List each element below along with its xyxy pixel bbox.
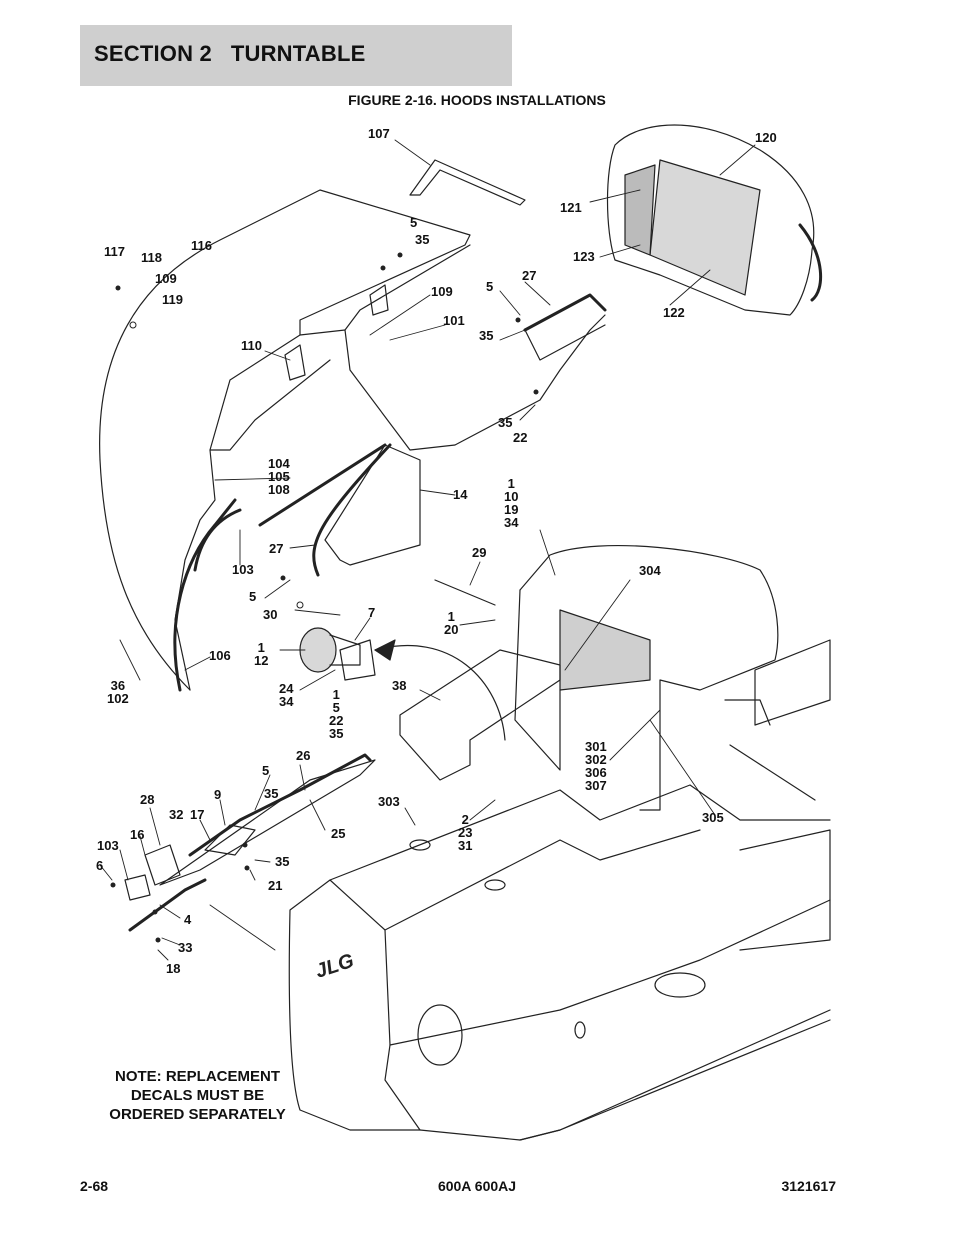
support-107 bbox=[409, 159, 526, 206]
callout-35e: 35 bbox=[275, 854, 290, 869]
callout-103: 103 bbox=[232, 562, 254, 577]
turntable-deck bbox=[419, 1009, 831, 1141]
callout-117: 117 bbox=[104, 244, 125, 259]
callout-2-23-31: 2 23 31 bbox=[458, 812, 473, 853]
section-header-band bbox=[80, 25, 512, 86]
document-number: 3121617 bbox=[781, 1178, 836, 1194]
callout-9: 9 bbox=[214, 787, 222, 802]
turntable-counterweight bbox=[288, 879, 421, 1131]
callout-109b: 109 bbox=[431, 284, 453, 299]
callout-303: 303 bbox=[378, 794, 400, 809]
callout-107: 107 bbox=[368, 126, 390, 141]
turntable-side-wall bbox=[329, 784, 831, 881]
decal-plate-28 bbox=[144, 844, 181, 886]
callout-304: 304 bbox=[639, 563, 661, 578]
callout-110: 110 bbox=[241, 338, 262, 353]
callout-27b: 27 bbox=[269, 541, 284, 556]
figure-caption: HOODS INSTALLATIONS bbox=[440, 92, 606, 108]
figure-title: FIGURE 2-16. HOODS INSTALLATIONS bbox=[0, 92, 954, 108]
callout-35b: 35 bbox=[479, 328, 494, 343]
callout-305: 305 bbox=[702, 810, 724, 825]
callout-1-5-22-35: 1 5 22 35 bbox=[329, 687, 344, 741]
callout-123: 123 bbox=[573, 249, 595, 264]
callout-21: 21 bbox=[268, 878, 283, 893]
side-hood-cover bbox=[606, 124, 815, 316]
front-hood-panel bbox=[99, 189, 471, 691]
callout-5: 5 bbox=[410, 215, 418, 230]
callout-103b: 103 bbox=[97, 838, 119, 853]
bracket-9 bbox=[204, 824, 256, 856]
hinge-7 bbox=[339, 639, 376, 681]
callout-122: 122 bbox=[663, 305, 685, 320]
decal-plate-16 bbox=[124, 874, 151, 901]
callout-118: 118 bbox=[141, 250, 162, 265]
callout-26: 26 bbox=[296, 748, 311, 763]
figure-number: FIGURE 2-16. bbox=[348, 92, 437, 108]
callout-17: 17 bbox=[190, 807, 205, 822]
callout-6: 6 bbox=[96, 858, 104, 873]
callout-106: 106 bbox=[209, 648, 231, 663]
jlg-logo: JLG bbox=[313, 950, 357, 983]
callout-5c: 5 bbox=[249, 589, 257, 604]
bracket-14 bbox=[324, 444, 421, 566]
callout-5b: 5 bbox=[486, 279, 494, 294]
callout-33: 33 bbox=[178, 940, 193, 955]
callout-101: 101 bbox=[443, 313, 465, 328]
side-hood-decal bbox=[649, 159, 761, 296]
callout-120: 120 bbox=[755, 130, 777, 145]
callout-1-12: 1 12 bbox=[254, 640, 269, 668]
lower-hood-bar-25 bbox=[159, 759, 376, 886]
hinge-110 bbox=[284, 344, 306, 381]
callout-121: 121 bbox=[560, 200, 582, 215]
callout-1-10-19-34: 1 10 19 34 bbox=[504, 476, 519, 530]
note-line: NOTE: REPLACEMENT bbox=[115, 1068, 280, 1085]
callout-35c: 35 bbox=[498, 415, 513, 430]
control-box-304 bbox=[519, 544, 779, 811]
seal-27-upper bbox=[523, 293, 607, 332]
gas-spring-29 bbox=[434, 579, 496, 606]
callout-16: 16 bbox=[130, 827, 145, 842]
callout-18: 18 bbox=[166, 961, 181, 976]
callout-29: 29 bbox=[472, 545, 487, 560]
callout-30: 30 bbox=[263, 607, 278, 622]
tray-38 bbox=[399, 649, 561, 781]
callout-14: 14 bbox=[453, 487, 468, 502]
callout-119: 119 bbox=[162, 292, 183, 307]
callout-104-105-108: 104 105 108 bbox=[268, 456, 290, 497]
callout-38: 38 bbox=[392, 678, 407, 693]
callout-35: 35 bbox=[415, 232, 430, 247]
access-hole bbox=[417, 1004, 463, 1066]
callout-4: 4 bbox=[184, 912, 192, 927]
seal-27 bbox=[258, 443, 387, 527]
callout-28: 28 bbox=[140, 792, 155, 807]
right-rail bbox=[754, 639, 831, 726]
callout-109: 109 bbox=[155, 271, 177, 286]
callout-5d: 5 bbox=[262, 763, 270, 778]
hood-inner-frame bbox=[299, 314, 606, 451]
callout-35d: 35 bbox=[264, 786, 279, 801]
note-line: ORDERED SEPARATELY bbox=[109, 1106, 286, 1123]
callout-24-34: 24 34 bbox=[279, 681, 294, 709]
callout-22: 22 bbox=[513, 430, 528, 445]
note-line: DECALS MUST BE bbox=[130, 1087, 265, 1104]
front-hood-edge bbox=[99, 459, 191, 691]
callout-301-302-306-307: 301 302 306 307 bbox=[585, 739, 607, 793]
callout-25: 25 bbox=[331, 826, 346, 841]
pivot-arrow bbox=[374, 644, 506, 741]
callout-1-20: 1 20 bbox=[444, 609, 459, 637]
leader-lines bbox=[99, 139, 756, 961]
callout-7: 7 bbox=[368, 605, 376, 620]
section-title: SECTION 2 TURNTABLE bbox=[94, 41, 366, 66]
model-number: 600A 600AJ bbox=[437, 1178, 517, 1194]
callout-32: 32 bbox=[169, 807, 184, 822]
callout-116: 116 bbox=[191, 238, 212, 253]
callout-27: 27 bbox=[522, 268, 537, 283]
replacement-decals-note: NOTE: REPLACEMENT DECALS MUST BE ORDERED… bbox=[100, 1067, 295, 1124]
page-number: 2-68 bbox=[80, 1178, 109, 1194]
callout-36-102: 36 102 bbox=[107, 678, 129, 706]
